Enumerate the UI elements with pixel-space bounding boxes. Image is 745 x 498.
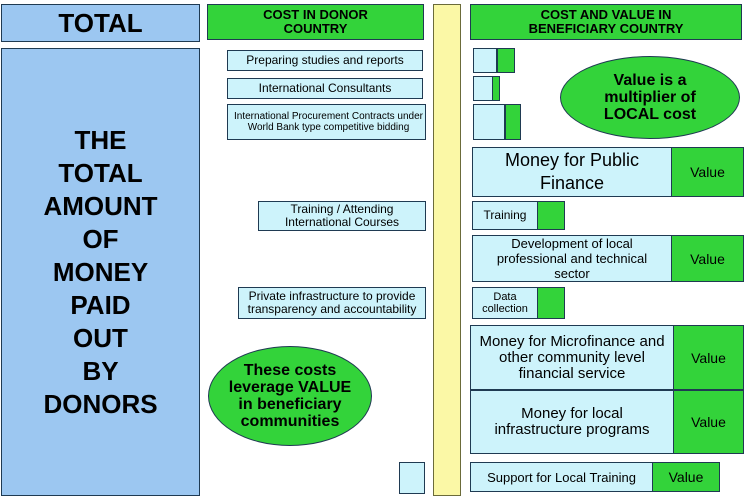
value-block: Value: [673, 390, 744, 454]
oval-line: leverage VALUE: [228, 379, 352, 396]
total-body-line: AMOUNT: [43, 190, 158, 221]
donor-item-label: International Procurement Contracts unde…: [234, 111, 423, 133]
cost-block-small: [473, 104, 505, 140]
multiplier-oval: Value is a multiplier of LOCAL cost: [560, 56, 740, 139]
benef-item-microfinance: Money for Microfinance and other communi…: [470, 325, 674, 390]
donor-item-private-infrastructure: Private infrastructure to provide transp…: [238, 287, 426, 319]
oval-line: LOCAL cost: [603, 106, 697, 123]
value-block: Value: [673, 325, 744, 390]
benef-item-label: Data collection: [482, 291, 528, 315]
total-body-line: TOTAL: [58, 157, 143, 188]
value-block-small: [505, 104, 521, 140]
benef-item-label: Money for Microfinance and other communi…: [479, 332, 665, 382]
beneficiary-header-line: BENEFICIARY COUNTRY: [528, 21, 684, 36]
value-label: Value: [691, 349, 726, 366]
donor-item-label: International Consultants: [258, 81, 392, 95]
value-block-small: [497, 48, 515, 73]
value-block: Value: [652, 462, 720, 492]
benef-item-label: Development of local professional and te…: [496, 236, 648, 281]
oval-line: These costs: [243, 362, 337, 379]
separator-bar: [433, 4, 461, 496]
oval-line: communities: [240, 413, 340, 430]
benef-item-local-training: Support for Local Training: [470, 462, 653, 492]
value-block-small: [492, 76, 500, 101]
total-body-line: BY: [82, 355, 119, 386]
total-body-line: OF: [82, 223, 119, 254]
benef-item-public-finance: Money for Public Finance: [472, 147, 672, 197]
total-body-line: PAID: [70, 289, 131, 320]
beneficiary-header: COST AND VALUE IN BENEFICIARY COUNTRY: [470, 4, 742, 40]
value-block-small: [537, 287, 565, 319]
donor-item-training: Training / Attending International Cours…: [258, 201, 426, 231]
benef-item-infrastructure: Money for local infrastructure programs: [470, 390, 674, 454]
value-label: Value: [690, 250, 725, 267]
benef-item-label: Money for local infrastructure programs: [494, 405, 650, 438]
donor-item-consultants: International Consultants: [227, 78, 423, 99]
donor-item-label: Training / Attending International Cours…: [284, 202, 400, 229]
value-block-small: [537, 201, 565, 230]
donor-item-label: Preparing studies and reports: [246, 53, 404, 67]
oval-line: in beneficiary: [238, 396, 342, 413]
value-label: Value: [691, 414, 726, 430]
total-body-line: OUT: [73, 322, 128, 353]
oval-line: multiplier of: [604, 89, 696, 106]
benef-item-label: Training: [483, 208, 527, 222]
benef-item-professional-sector: Development of local professional and te…: [472, 235, 672, 282]
leverage-oval: These costs leverage VALUE in beneficiar…: [208, 346, 372, 446]
value-label: Value: [690, 164, 725, 180]
value-block: Value: [671, 235, 744, 282]
cost-block-small: [473, 76, 493, 101]
donor-header-line: COUNTRY: [283, 21, 348, 36]
donor-small-box: [399, 462, 425, 494]
total-header-text: TOTAL: [58, 7, 143, 38]
total-body-line: THE: [74, 124, 127, 155]
benef-item-label: Money for Public Finance: [504, 150, 640, 193]
total-body-line: DONORS: [43, 388, 158, 419]
donor-item-label: Private infrastructure to provide transp…: [247, 289, 417, 316]
donor-item-procurement: International Procurement Contracts unde…: [227, 104, 426, 140]
oval-line: Value is a: [613, 72, 687, 89]
donor-header-line: COST IN DONOR: [263, 7, 368, 22]
value-label: Value: [668, 469, 704, 485]
benef-item-label: Support for Local Training: [487, 469, 636, 485]
total-body-line: MONEY: [52, 256, 149, 287]
total-body-text: THE TOTAL AMOUNT OF MONEY PAID OUT BY DO…: [43, 124, 157, 421]
benef-item-training: Training: [472, 201, 538, 230]
benef-item-data-collection: Data collection: [472, 287, 538, 319]
donor-header: COST IN DONOR COUNTRY: [207, 4, 424, 40]
donor-item-studies: Preparing studies and reports: [227, 50, 423, 71]
value-block: Value: [671, 147, 744, 197]
total-body: THE TOTAL AMOUNT OF MONEY PAID OUT BY DO…: [1, 48, 200, 496]
cost-block-small: [473, 48, 497, 73]
total-header: TOTAL: [1, 4, 200, 42]
beneficiary-header-line: COST AND VALUE IN: [540, 7, 672, 22]
